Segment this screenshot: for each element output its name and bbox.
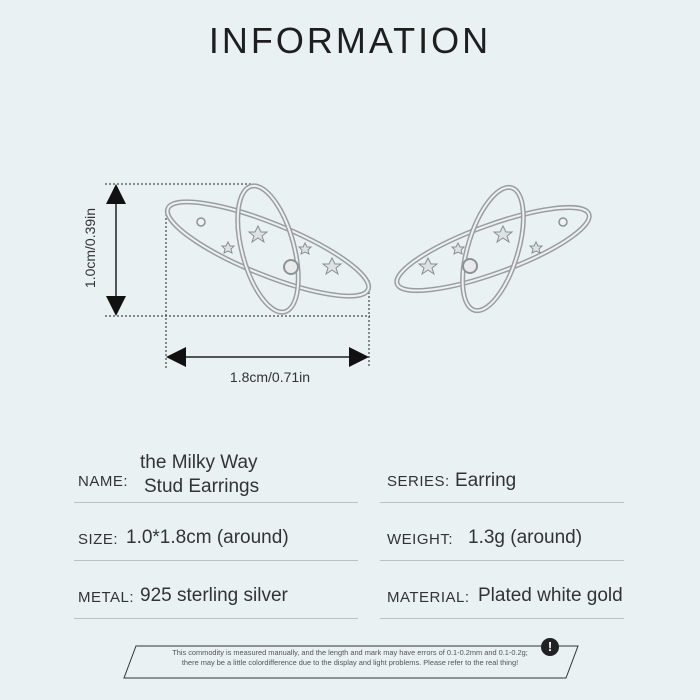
metal-label: METAL:	[78, 589, 135, 606]
divider	[380, 618, 624, 619]
arrow-left	[166, 347, 186, 367]
weight-value: 1.3g (around)	[468, 527, 583, 548]
disclaimer-text: This commodity is measured manually, and…	[140, 648, 560, 668]
warning-icon: !	[541, 638, 559, 656]
series-label: SERIES:	[387, 473, 450, 490]
divider	[74, 618, 358, 619]
arrow-up	[106, 184, 126, 204]
name-label: NAME:	[78, 473, 129, 490]
product-image-earrings	[105, 183, 592, 368]
disclaimer-line1: This commodity is measured manually, and…	[172, 648, 528, 657]
material-label: MATERIAL:	[387, 589, 470, 606]
size-value: 1.0*1.8cm (around)	[126, 527, 289, 548]
page-title: INFORMATION	[208, 20, 492, 61]
height-dimension-label: 1.0cm/0.39in	[82, 207, 98, 289]
name-value-line2: Stud Earrings	[144, 476, 260, 497]
arrow-down	[106, 296, 126, 316]
material-value: Plated white gold	[478, 585, 623, 606]
row-size-weight: SIZE: 1.0*1.8cm (around) WEIGHT: 1.3g (a…	[74, 503, 624, 561]
divider	[380, 560, 624, 561]
divider	[74, 560, 358, 561]
size-label: SIZE:	[78, 531, 119, 548]
row-name-series: NAME: the Milky Way Stud Earrings SERIES…	[74, 445, 624, 503]
dimension-guides	[105, 183, 370, 368]
width-dimension-label: 1.8cm/0.71in	[229, 369, 311, 385]
earring-left	[164, 183, 372, 315]
divider	[380, 502, 624, 503]
divider	[74, 502, 358, 503]
weight-label: WEIGHT:	[387, 531, 453, 548]
series-value: Earring	[455, 470, 517, 491]
disclaimer-frame	[123, 645, 579, 679]
metal-value: 925 sterling silver	[140, 585, 288, 606]
row-metal-material: METAL: 925 sterling silver MATERIAL: Pla…	[74, 561, 624, 619]
disclaimer-line2: there may be a little colordifference du…	[181, 658, 519, 667]
earring-right	[394, 184, 592, 314]
name-value-line1: the Milky Way	[140, 452, 258, 473]
arrow-right	[349, 347, 369, 367]
